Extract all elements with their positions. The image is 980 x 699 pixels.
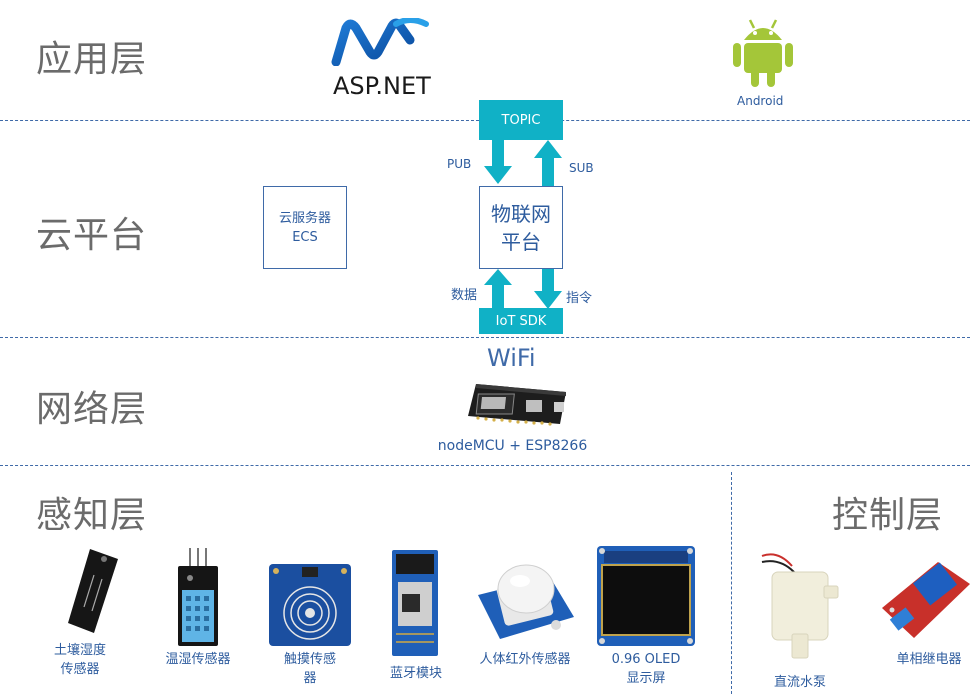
android-label: Android	[737, 94, 784, 108]
sensor-label-soil: 土壤湿度 传感器	[38, 641, 122, 679]
layer-title-control: 控制层	[832, 495, 944, 536]
sensor-label-oled-line2: 显示屏	[626, 671, 666, 686]
iot-platform-line2: 平台	[501, 229, 541, 254]
sub-arrow-icon	[534, 140, 562, 186]
layer-title-app: 应用层	[36, 39, 148, 80]
control-label-pump: 直流水泵	[773, 675, 826, 690]
sensor-label-touch-line1: 触摸传感	[283, 652, 336, 667]
layer-title-network: 网络层	[36, 389, 148, 430]
sensor-label-touch-line2: 器	[303, 671, 317, 686]
command-label: 指令	[566, 291, 593, 306]
iot-sdk-box: IoT SDK	[479, 308, 563, 334]
soil-moisture-sensor-image	[68, 549, 118, 633]
aspnet-wave-icon	[331, 17, 429, 67]
sensor-label-pir: 人体红外传感器	[470, 650, 580, 669]
relay-module-image	[882, 562, 970, 638]
separator-perception-control	[731, 472, 732, 694]
ecs-line1: 云服务器	[278, 210, 331, 226]
separator-cloud-network	[0, 337, 970, 338]
android-robot-icon	[733, 19, 793, 87]
pub-arrow-icon	[484, 140, 512, 184]
pub-label: PUB	[447, 157, 472, 171]
nodemcu-label: nodeMCU + ESP8266	[437, 438, 588, 454]
data-label: 数据	[451, 288, 478, 303]
data-arrow-icon	[484, 269, 512, 311]
sensor-label-oled: 0.96 OLED 显示屏	[596, 650, 696, 688]
ecs-line2: ECS	[292, 229, 318, 245]
oled-display-image	[597, 546, 695, 646]
sensor-label-oled-line1: 0.96 OLED	[611, 652, 681, 667]
aspnet-logo: ASP.NET	[330, 17, 431, 100]
iot-platform-line1: 物联网	[491, 201, 551, 226]
iot-platform-box: 物联网 平台	[479, 186, 563, 269]
dht-sensor-image	[178, 548, 218, 646]
bluetooth-module-image	[392, 550, 438, 656]
sensor-label-bluetooth: 蓝牙模块	[374, 664, 458, 683]
sub-label: SUB	[569, 161, 594, 175]
ecs-box: 云服务器 ECS	[263, 186, 347, 269]
sensor-label-touch: 触摸传感 器	[268, 650, 352, 688]
layer-title-cloud: 云平台	[36, 215, 148, 256]
layer-title-perception: 感知层	[36, 495, 148, 536]
wifi-label: WiFi	[487, 344, 536, 372]
sensor-label-dht-line1: 温湿传感器	[165, 652, 231, 667]
sensor-label-soil-line2: 传感器	[60, 662, 100, 677]
sensor-label-bluetooth-line1: 蓝牙模块	[389, 666, 442, 681]
separator-network-perception	[0, 465, 970, 466]
command-arrow-icon	[534, 269, 562, 309]
control-label-relay: 单相继电器	[896, 652, 962, 667]
sensor-label-pir-line1: 人体红外传感器	[479, 652, 571, 667]
sensor-label-dht: 温湿传感器	[156, 650, 240, 669]
sensor-label-soil-line1: 土壤湿度	[53, 643, 106, 658]
android-logo: Android	[730, 14, 796, 114]
nodemcu-board-image	[468, 384, 566, 426]
touch-sensor-image	[269, 564, 351, 646]
pir-sensor-image	[478, 564, 574, 639]
water-pump-image	[761, 553, 839, 659]
topic-box: TOPIC	[479, 100, 563, 140]
aspnet-label: ASP.NET	[333, 72, 431, 100]
